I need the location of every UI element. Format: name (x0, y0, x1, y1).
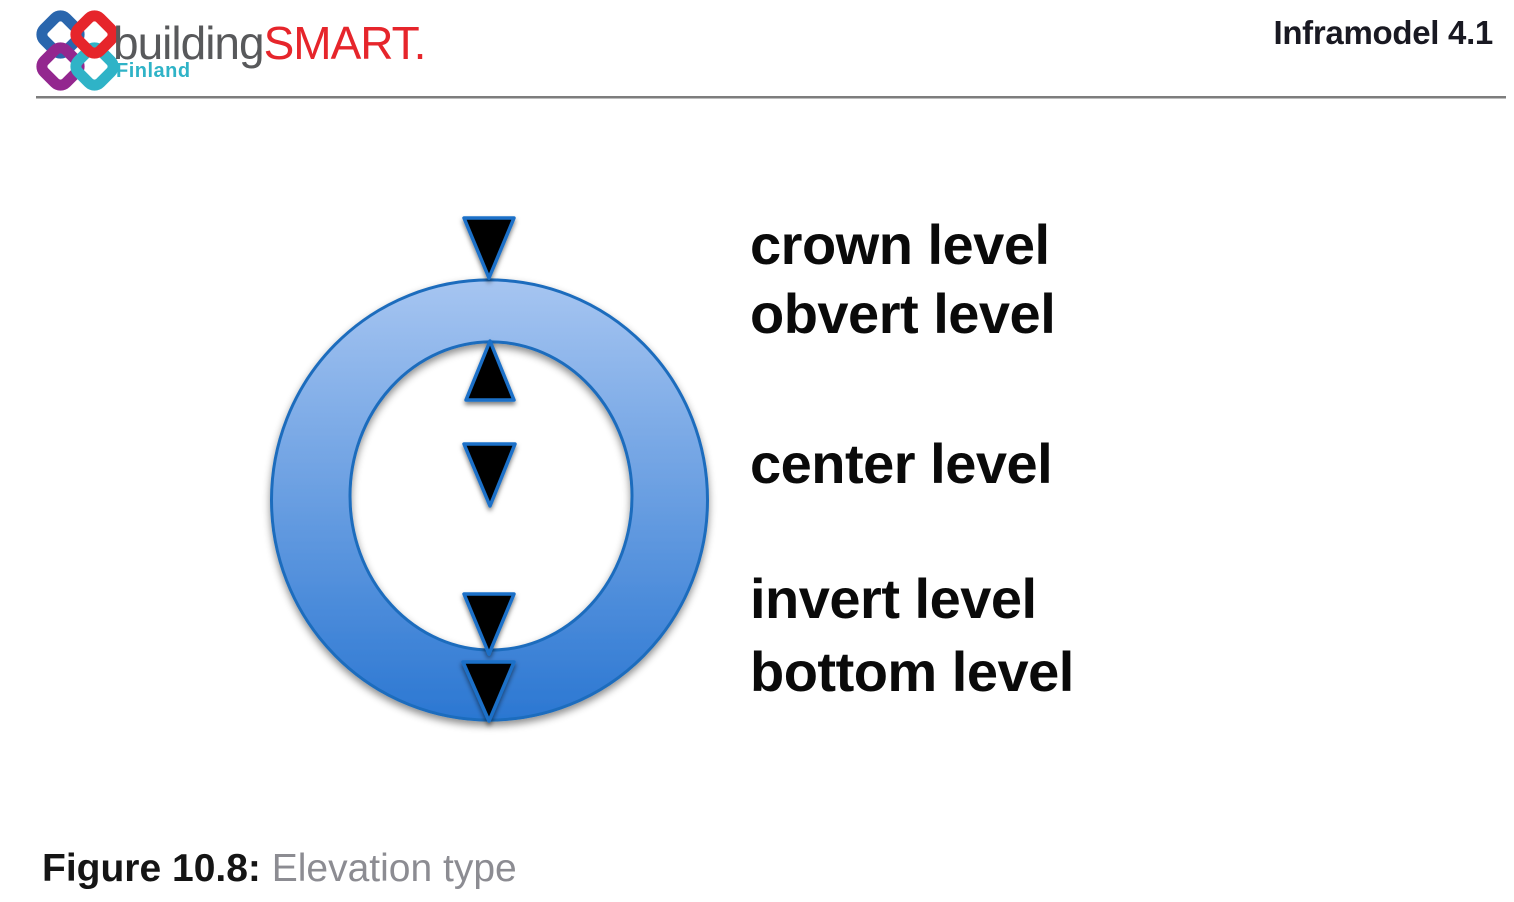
figure-caption-text: Elevation type (271, 847, 517, 890)
invert-level-marker-icon (462, 592, 516, 656)
label-center-level: center level (750, 432, 1053, 495)
label-invert-level: invert level (750, 567, 1037, 630)
buildingsmart-logo-text: buildingSMART. (113, 17, 427, 69)
label-obvert-level: obvert level (750, 282, 1056, 345)
pipe-cross-section-diagram (269, 216, 710, 723)
logo-smart-text: SMART. (263, 17, 427, 69)
pipe-ring (269, 278, 710, 722)
document-title: Inframodel 4.1 (1273, 14, 1493, 51)
figure-caption-number: Figure 10.8: (42, 847, 261, 890)
figure-caption: Figure 10.8: Elevation type (42, 846, 517, 893)
label-bottom-level: bottom level (750, 640, 1074, 703)
obvert-level-marker-icon (464, 339, 516, 402)
logo-building-text: building (113, 17, 265, 69)
crown-level-marker-icon (462, 216, 516, 280)
buildingsmart-logo-icon (36, 10, 119, 91)
bottom-level-marker-icon (461, 660, 516, 723)
header-divider (36, 96, 1506, 99)
logo-country-text: Finland (116, 60, 191, 82)
center-level-marker-icon (462, 442, 517, 508)
label-crown-level: crown level (750, 213, 1050, 276)
